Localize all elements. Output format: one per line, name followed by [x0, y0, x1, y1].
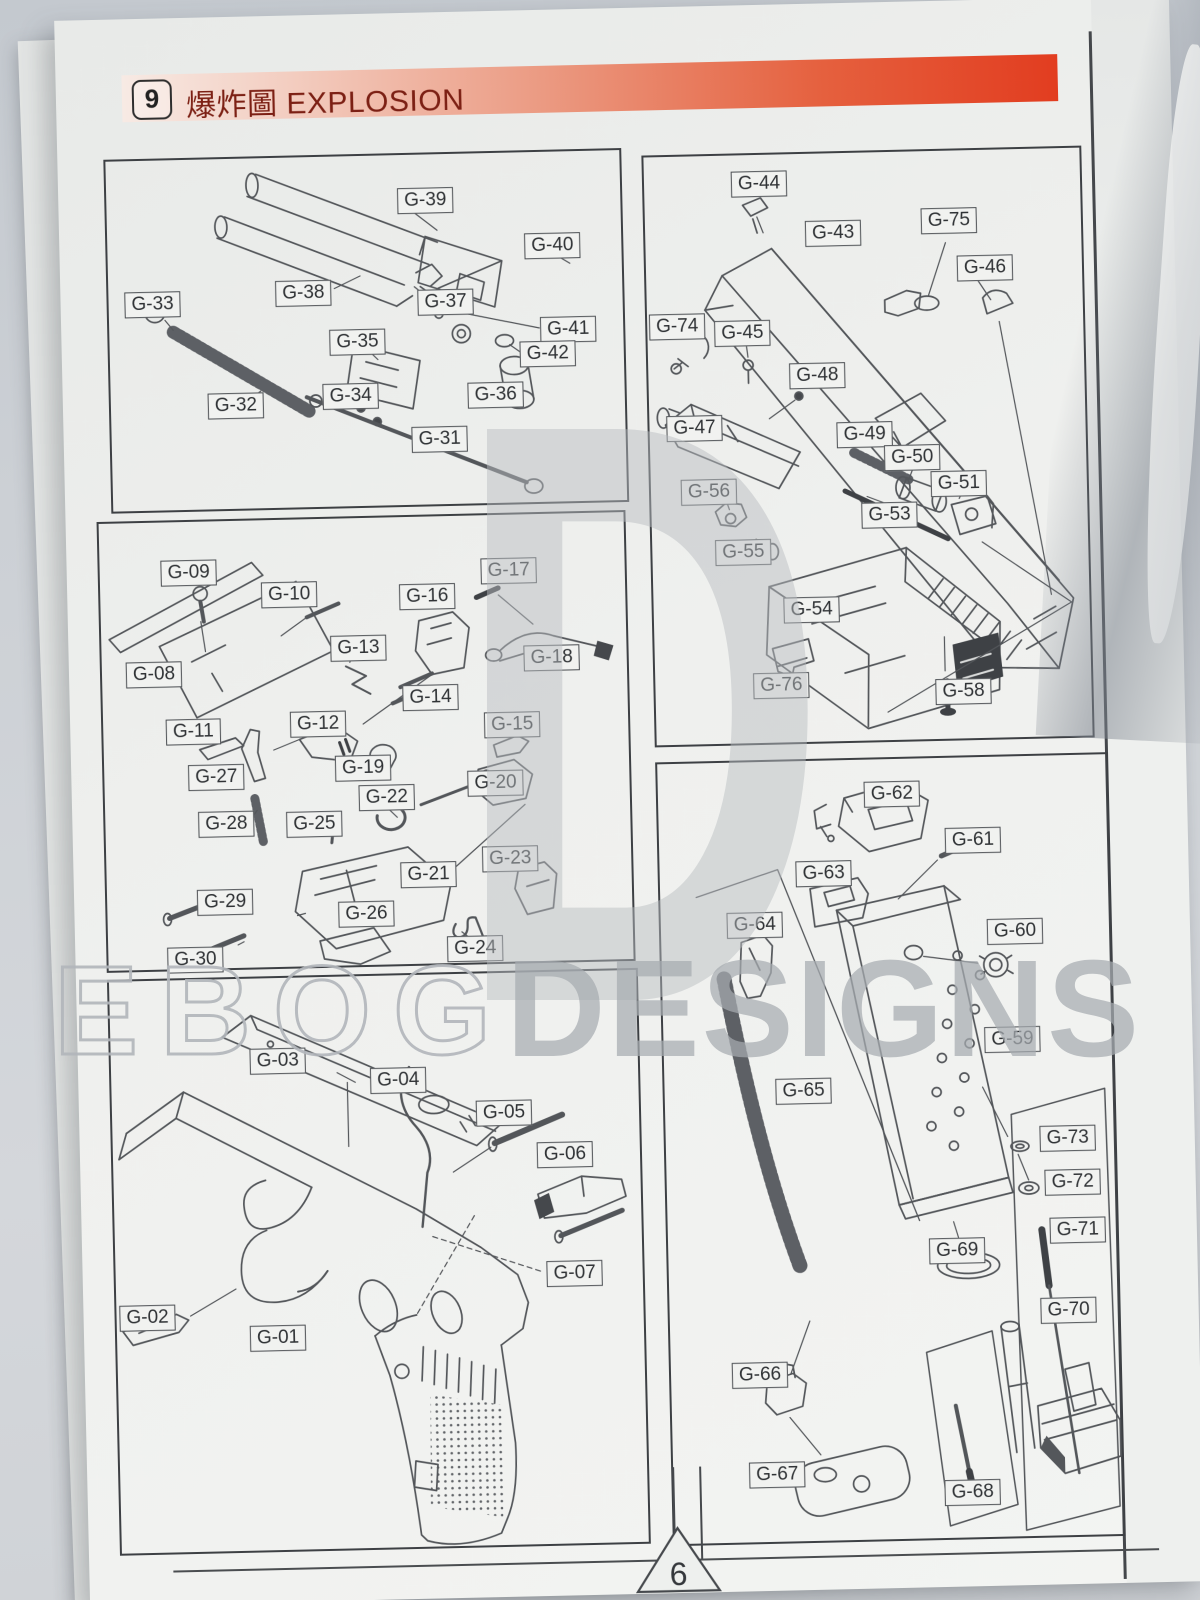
- part-label-g-05: G-05: [475, 1099, 533, 1127]
- part-label-g-54: G-54: [783, 596, 841, 624]
- part-label-g-45: G-45: [714, 319, 771, 347]
- part-label-g-26: G-26: [338, 900, 395, 928]
- part-label-g-74: G-74: [648, 313, 706, 341]
- section-title-en: EXPLOSION: [286, 83, 465, 121]
- part-label-g-39: G-39: [396, 186, 454, 215]
- part-label-g-02: G-02: [119, 1304, 177, 1332]
- section-header-bar: 9 爆炸圖 EXPLOSION: [121, 54, 1059, 125]
- part-label-g-21: G-21: [400, 861, 458, 889]
- part-label-g-14: G-14: [402, 683, 460, 712]
- part-label-g-38: G-38: [274, 279, 332, 307]
- section-title: 爆炸圖 EXPLOSION: [186, 75, 465, 125]
- part-label-g-37: G-37: [417, 288, 475, 316]
- part-label-g-59: G-59: [984, 1025, 1041, 1053]
- part-label-g-06: G-06: [536, 1140, 594, 1169]
- page-number: 6: [669, 1556, 688, 1592]
- part-label-g-33: G-33: [124, 291, 182, 319]
- part-label-g-47: G-47: [666, 414, 723, 442]
- part-label-g-50: G-50: [883, 443, 941, 472]
- part-label-g-10: G-10: [260, 581, 318, 609]
- part-label-g-30: G-30: [167, 946, 224, 974]
- part-label-g-67: G-67: [748, 1461, 806, 1489]
- part-label-g-22: G-22: [358, 783, 416, 812]
- part-label-g-29: G-29: [196, 888, 254, 916]
- part-label-g-60: G-60: [986, 917, 1044, 945]
- part-label-g-64: G-64: [726, 911, 784, 939]
- part-label-g-20: G-20: [467, 769, 524, 797]
- part-label-g-65: G-65: [775, 1077, 833, 1105]
- part-label-g-46: G-46: [956, 254, 1014, 282]
- part-label-g-68: G-68: [944, 1478, 1002, 1506]
- part-label-g-40: G-40: [523, 232, 581, 260]
- part-label-g-58: G-58: [935, 677, 993, 705]
- part-label-g-76: G-76: [753, 671, 810, 700]
- part-label-g-18: G-18: [523, 644, 581, 672]
- part-label-g-55: G-55: [714, 538, 772, 566]
- page-number-triangle: 6: [635, 1526, 722, 1594]
- part-label-g-36: G-36: [467, 381, 525, 409]
- part-label-g-43: G-43: [804, 219, 862, 247]
- part-label-g-32: G-32: [207, 392, 265, 420]
- part-label-g-27: G-27: [187, 763, 245, 791]
- part-label-g-56: G-56: [680, 478, 738, 506]
- part-label-g-70: G-70: [1040, 1296, 1098, 1324]
- part-label-g-12: G-12: [289, 710, 347, 738]
- part-label-g-72: G-72: [1044, 1168, 1102, 1196]
- part-label-g-51: G-51: [930, 469, 988, 498]
- section-title-zh: 爆炸圖: [185, 87, 278, 123]
- part-label-g-17: G-17: [480, 557, 538, 585]
- part-label-g-62: G-62: [863, 780, 921, 808]
- part-label-g-61: G-61: [944, 826, 1002, 854]
- part-label-g-71: G-71: [1049, 1216, 1107, 1244]
- part-label-g-49: G-49: [836, 421, 894, 449]
- part-label-g-15: G-15: [483, 711, 541, 739]
- diagram-art-frame-group: [118, 1014, 627, 1545]
- part-label-g-48: G-48: [788, 362, 846, 390]
- part-label-g-03: G-03: [249, 1047, 307, 1075]
- part-label-g-28: G-28: [198, 810, 255, 838]
- part-label-g-07: G-07: [546, 1259, 604, 1287]
- part-label-g-19: G-19: [334, 754, 392, 782]
- part-label-g-01: G-01: [249, 1324, 307, 1352]
- part-label-g-04: G-04: [369, 1066, 427, 1094]
- section-number-box: 9: [131, 79, 173, 121]
- part-label-g-42: G-42: [519, 340, 577, 368]
- part-label-g-75: G-75: [920, 207, 978, 235]
- part-label-g-25: G-25: [286, 810, 343, 838]
- part-label-g-09: G-09: [160, 559, 218, 587]
- part-label-g-11: G-11: [165, 718, 222, 746]
- part-label-g-73: G-73: [1039, 1124, 1097, 1152]
- part-label-g-53: G-53: [861, 501, 918, 529]
- part-label-g-24: G-24: [446, 934, 504, 963]
- part-label-g-66: G-66: [731, 1361, 789, 1389]
- part-label-g-69: G-69: [928, 1237, 986, 1265]
- part-label-g-16: G-16: [398, 582, 456, 611]
- part-label-g-23: G-23: [481, 845, 539, 873]
- part-label-g-35: G-35: [329, 328, 386, 356]
- part-label-g-31: G-31: [411, 425, 469, 453]
- part-label-g-34: G-34: [322, 382, 380, 410]
- part-label-g-44: G-44: [730, 170, 788, 198]
- part-label-g-41: G-41: [539, 315, 597, 343]
- part-label-g-63: G-63: [795, 860, 853, 888]
- part-label-g-08: G-08: [125, 661, 183, 689]
- manual-page: 9 爆炸圖 EXPLOSION: [54, 0, 1200, 1600]
- part-label-g-13: G-13: [330, 634, 387, 662]
